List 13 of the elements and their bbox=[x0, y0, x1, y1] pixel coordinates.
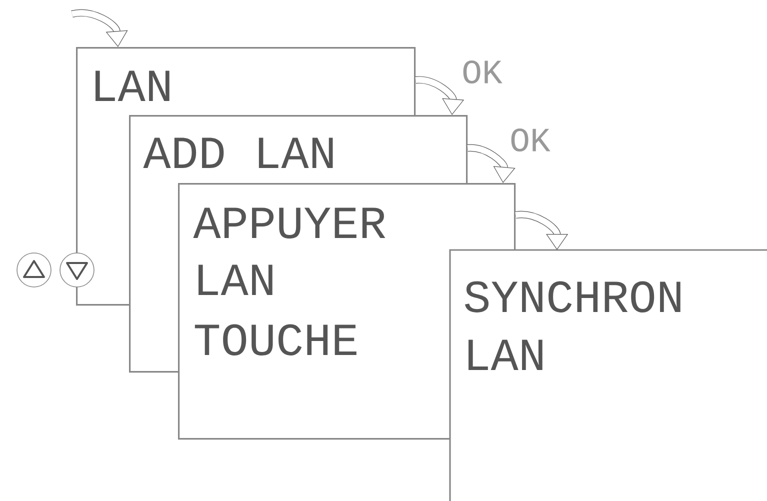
curved-arrow bbox=[416, 76, 464, 115]
edge-label: OK bbox=[460, 59, 504, 85]
curved-arrow bbox=[71, 9, 128, 47]
edge-label: OK bbox=[508, 127, 552, 153]
display-text: LAN bbox=[198, 264, 272, 295]
display-text: TOUCHE bbox=[194, 324, 356, 356]
display-text: APPUYER bbox=[193, 208, 386, 238]
curved-arrow bbox=[515, 210, 568, 250]
display-text: ADD LAN bbox=[143, 138, 333, 168]
curved-arrow bbox=[468, 144, 516, 183]
display-text: LAN bbox=[96, 70, 170, 101]
display-text: SYNCHRON bbox=[464, 281, 680, 312]
display-text: LAN bbox=[468, 340, 542, 370]
